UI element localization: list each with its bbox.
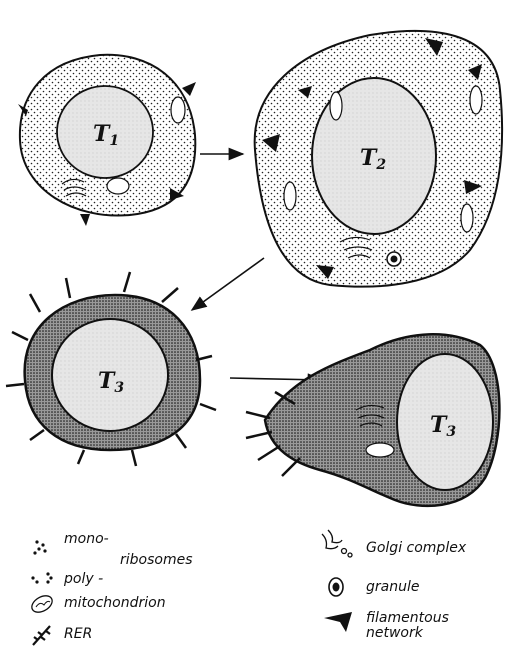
legend-filamentous-label-2: network [366, 626, 449, 641]
filament-icon [182, 82, 196, 96]
legend-golgi-label: Golgi complex [366, 541, 466, 556]
cell-t1-label: T [93, 121, 111, 147]
cell-t1-subscript: 1 [109, 133, 119, 149]
legend-ribosomes: ribosomes [120, 553, 193, 568]
legend-mono-label: mono- [64, 532, 109, 547]
granule-icon [329, 578, 343, 596]
cell-t3-round: T3 [6, 272, 216, 466]
mitochondrion-icon [29, 592, 55, 615]
mitochondrion-icon [171, 97, 185, 123]
filament-icon [80, 214, 90, 226]
filamentous-network-icon [324, 612, 352, 632]
legend-granule: granule [366, 580, 419, 595]
legend-rer-label: RER [64, 627, 92, 642]
cell-t3-elongated-label: T [430, 412, 448, 438]
legend-rer: RER [64, 627, 92, 642]
arrow-t2-to-t3 [192, 258, 264, 310]
legend-filamentous-label-1: filamentous [366, 611, 449, 626]
legend-ribosomes-mono: mono- [64, 532, 109, 547]
legend-poly-label: poly - [64, 572, 103, 587]
mitochondrion-icon [470, 86, 482, 114]
mitochondrion-icon [461, 204, 473, 232]
mitochondrion-icon [107, 178, 129, 194]
mitochondrion-icon [330, 92, 342, 120]
rer-icon [33, 626, 50, 645]
mitochondrion-icon [284, 182, 296, 210]
cell-t3-elongated-subscript: 3 [446, 424, 456, 440]
cell-t3-round-label: T [98, 368, 116, 394]
cell-t3-round-subscript: 3 [114, 380, 124, 396]
cell-t2-subscript: 2 [375, 157, 386, 173]
legend-ribosomes-label: ribosomes [120, 553, 193, 568]
legend-ribosomes-poly: poly - [64, 572, 103, 587]
cell-t3-elongated: T3 [246, 334, 499, 506]
monoribosome-icon [33, 540, 46, 554]
legend-filamentous-network: filamentous network [366, 611, 449, 641]
legend-golgi: Golgi complex [366, 541, 466, 556]
cell-t1: T1 [18, 55, 196, 226]
legend-granule-label: granule [366, 580, 419, 595]
legend-mitochondrion: mitochondrion [64, 596, 166, 611]
legend-mitochondrion-label: mitochondrion [64, 596, 166, 611]
cell-t2: T2 [255, 31, 502, 287]
mitochondrion-icon [366, 443, 394, 457]
golgi-complex-icon [322, 530, 352, 557]
polyribosome-icon [31, 572, 52, 583]
cell-t2-label: T [360, 145, 378, 171]
